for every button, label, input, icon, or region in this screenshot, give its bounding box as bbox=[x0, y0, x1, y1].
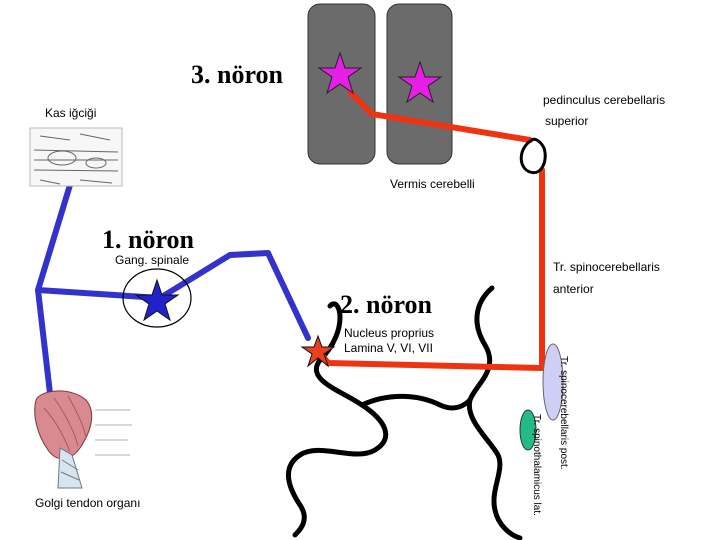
muscle-tendon-illustration bbox=[35, 391, 132, 488]
tr-spinothal-label: Tr. spinothalamicus lat. bbox=[531, 414, 542, 516]
kas-igcigi-label: Kas iğciği bbox=[45, 106, 96, 120]
vermis-label: Vermis cerebelli bbox=[390, 177, 475, 191]
tr-spino-ant-label-1: Tr. spinocerebellaris bbox=[553, 260, 660, 274]
pedinculus-loop bbox=[521, 139, 545, 172]
spinal-cord-grey-matter-right bbox=[469, 288, 520, 538]
muscle-spindle-illustration bbox=[30, 128, 122, 186]
spinal-cord-commissure bbox=[362, 396, 470, 408]
lamina-label: Lamina V, VI, VII bbox=[344, 341, 433, 355]
tr-spino-post-label: Tr. spinocerebellaris post. bbox=[558, 356, 569, 470]
gang-spinale-label: Gang. spinale bbox=[115, 253, 189, 267]
golgi-tendon-label: Golgi tendon organı bbox=[35, 496, 140, 510]
ganglion-star bbox=[136, 280, 178, 320]
neuron1-label: 1. nöron bbox=[102, 225, 194, 255]
neuron3-label: 3. nöron bbox=[191, 60, 283, 90]
pedinculus-label-1: pedinculus cerebellaris bbox=[543, 93, 665, 107]
nucleus-proprius-label: Nucleus proprius bbox=[344, 326, 434, 340]
pedinculus-label-2: superior bbox=[545, 114, 588, 128]
neuron2-label: 2. nöron bbox=[340, 290, 432, 320]
tr-spino-ant-label-2: anterior bbox=[553, 282, 594, 296]
